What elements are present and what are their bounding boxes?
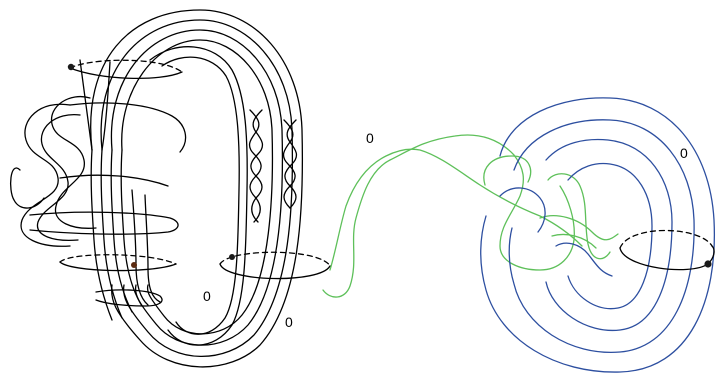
green-component (323, 135, 618, 297)
ring-top-back (70, 60, 182, 72)
tangle-loop-2 (37, 115, 80, 241)
blue-loop-2 (509, 120, 694, 353)
horizontal-bands (30, 212, 178, 306)
inner-arc-bundle (150, 47, 247, 345)
tangle-loop-1 (21, 104, 70, 246)
ring-right-mid-dot (229, 254, 235, 260)
outer-arc-bundle (91, 10, 303, 367)
tangle-loop-3 (52, 97, 96, 229)
blue-inner-arc (500, 188, 545, 232)
column-strand-4 (121, 150, 142, 306)
ring-left-mid-back (60, 255, 176, 264)
ring-top (68, 60, 182, 78)
framing-label-green: 0 (366, 130, 374, 146)
ring-right-back (620, 231, 712, 249)
inner-arc-2 (162, 57, 239, 334)
left-tangle (11, 97, 186, 247)
inner-arc-1 (150, 47, 247, 345)
framing-label-outer-strand: 0 (285, 314, 293, 330)
twist-strand-c (284, 120, 296, 208)
green-strand-return (330, 149, 582, 270)
outer-arc-1 (91, 10, 303, 367)
ring-right-dot (704, 260, 711, 267)
blue-loop-4 (568, 164, 652, 309)
ring-right (620, 231, 714, 270)
center-column (80, 60, 160, 320)
framing-label-blue: 0 (680, 145, 688, 161)
left-black-link (11, 10, 330, 367)
framing-label-inner-strand: 0 (203, 288, 211, 304)
green-strand-main (323, 135, 574, 297)
twist-strand-d (285, 120, 297, 208)
ring-right-front (620, 248, 708, 270)
blue-component (481, 98, 715, 372)
ring-top-dot (68, 64, 74, 70)
ring-left-mid-dot (131, 262, 137, 268)
